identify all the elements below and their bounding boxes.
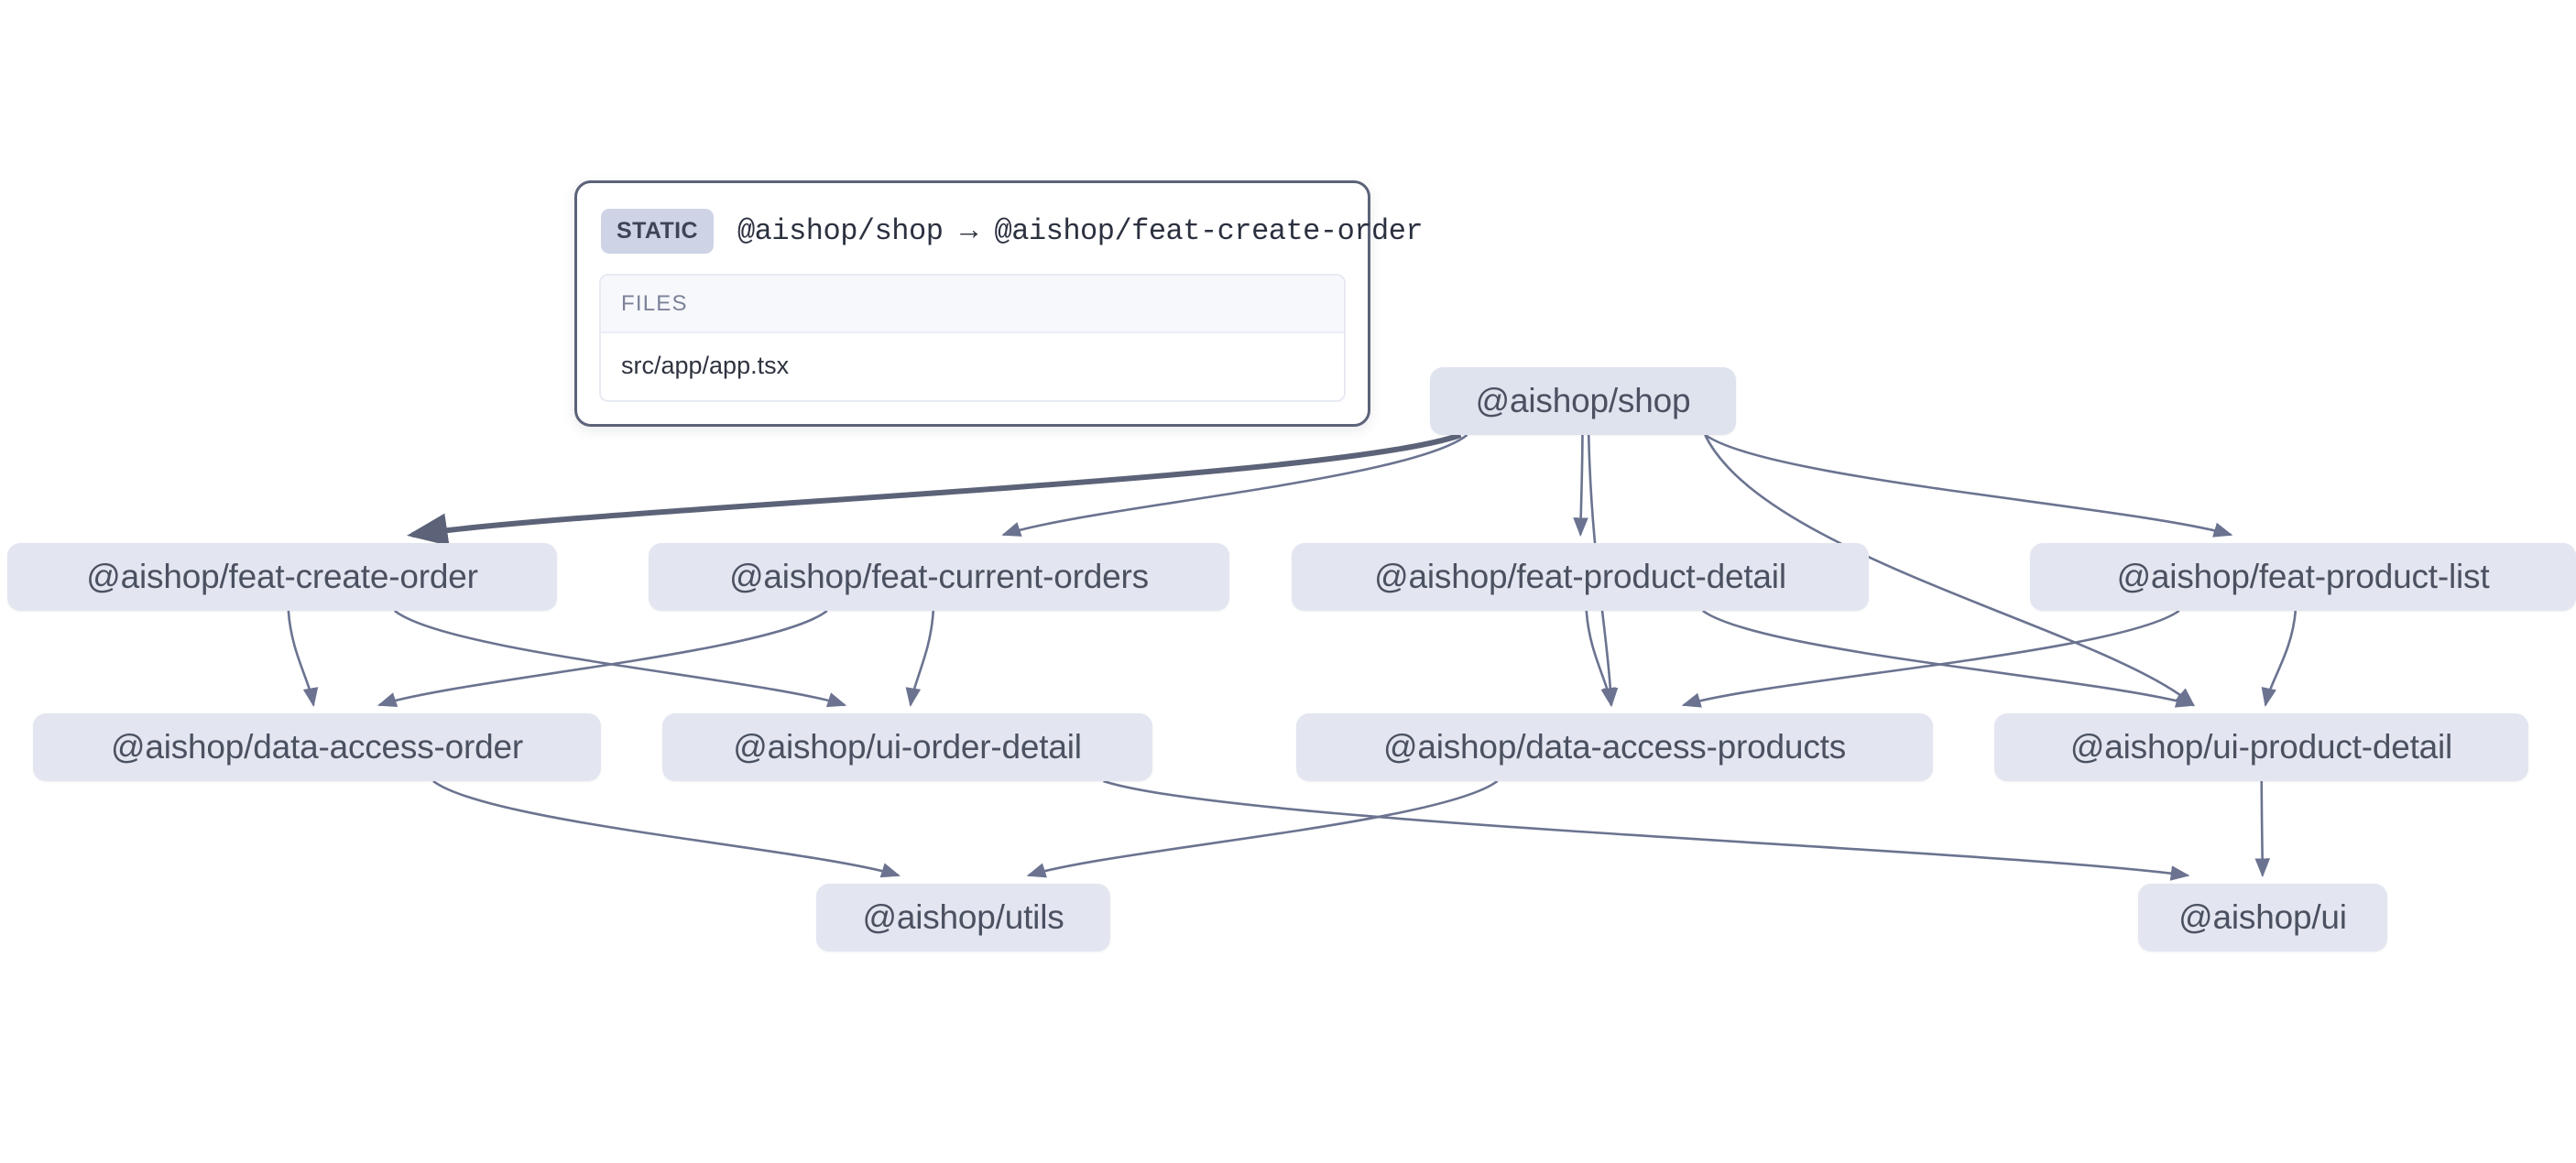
files-caption: FILES [601, 276, 1344, 333]
graph-node-utils[interactable]: @aishop/utils [816, 884, 1110, 951]
graph-edge-feat-product-detail-to-data-access-products[interactable] [1585, 610, 1616, 708]
graph-node-feat-product-list[interactable]: @aishop/feat-product-list [2030, 543, 2576, 611]
graph-edge-ui-order-detail-to-ui[interactable] [1103, 779, 2190, 881]
graph-node-feat-current-orders[interactable]: @aishop/feat-current-orders [649, 543, 1229, 611]
graph-node-label: @aishop/feat-current-orders [729, 558, 1149, 595]
tooltip-header: STATIC @aishop/shop → @aishop/feat-creat… [599, 203, 1424, 263]
graph-node-label: @aishop/feat-product-detail [1374, 558, 1786, 595]
graph-edge-feat-current-orders-to-data-access-order[interactable] [377, 609, 828, 708]
graph-edge-feat-create-order-to-data-access-order[interactable] [287, 610, 319, 708]
static-badge: STATIC [601, 209, 714, 254]
graph-node-label: @aishop/utils [862, 898, 1064, 936]
tooltip-files-panel: FILES src/app/app.tsx [599, 274, 1346, 402]
graph-edge-shop-to-feat-product-detail[interactable] [1573, 434, 1588, 538]
graph-edge-feat-product-detail-to-ui-product-detail[interactable] [1702, 609, 2196, 708]
file-row[interactable]: src/app/app.tsx [621, 352, 790, 379]
graph-edges-highlighted [407, 432, 1462, 547]
graph-node-ui-product-detail[interactable]: @aishop/ui-product-detail [1994, 713, 2528, 781]
graph-node-ui-order-detail[interactable]: @aishop/ui-order-detail [662, 713, 1152, 781]
graph-node-label: @aishop/ui-order-detail [733, 728, 1082, 766]
graph-edge-feat-create-order-to-ui-order-detail[interactable] [394, 609, 847, 708]
graph-edges [287, 433, 2298, 881]
graph-edge-shop-to-feat-current-orders[interactable] [1001, 433, 1468, 537]
edge-detail-tooltip[interactable]: STATIC @aishop/shop → @aishop/feat-creat… [574, 180, 1424, 427]
graph-node-label: @aishop/data-access-products [1383, 728, 1846, 766]
graph-node-ui[interactable]: @aishop/ui [2138, 884, 2387, 951]
graph-edge-data-access-order-to-utils[interactable] [432, 779, 901, 878]
tooltip-edge-title: @aishop/shop → @aishop/feat-create-order [737, 214, 1424, 248]
graph-node-label: @aishop/shop [1475, 382, 1691, 419]
graph-node-label: @aishop/feat-product-list [2116, 558, 2490, 595]
graph-edge-feat-current-orders-to-ui-order-detail[interactable] [905, 610, 935, 708]
graph-edge-feat-product-list-to-data-access-products[interactable] [1681, 609, 2180, 708]
graph-edge-shop-to-feat-product-list[interactable] [1704, 433, 2233, 538]
graph-node-feat-create-order[interactable]: @aishop/feat-create-order [7, 543, 557, 611]
graph-edge-shop-to-feat-create-order[interactable] [407, 432, 1462, 547]
graph-node-label: @aishop/ui-product-detail [2069, 728, 2453, 766]
graph-edge-data-access-products-to-utils[interactable] [1026, 779, 1499, 878]
graph-node-label: @aishop/ui [2178, 898, 2347, 936]
graph-edge-ui-product-detail-to-ui[interactable] [2254, 780, 2271, 878]
graph-node-data-access-order[interactable]: @aishop/data-access-order [33, 713, 601, 781]
graph-node-data-access-products[interactable]: @aishop/data-access-products [1296, 713, 1933, 781]
graph-node-shop[interactable]: @aishop/shop [1430, 367, 1736, 435]
graph-edge-feat-product-list-to-ui-product-detail[interactable] [2261, 610, 2298, 708]
graph-node-feat-product-detail[interactable]: @aishop/feat-product-detail [1292, 543, 1869, 611]
graph-node-label: @aishop/feat-create-order [86, 558, 478, 595]
graph-node-label: @aishop/data-access-order [110, 728, 524, 766]
files-list: src/app/app.tsx [601, 333, 1344, 400]
